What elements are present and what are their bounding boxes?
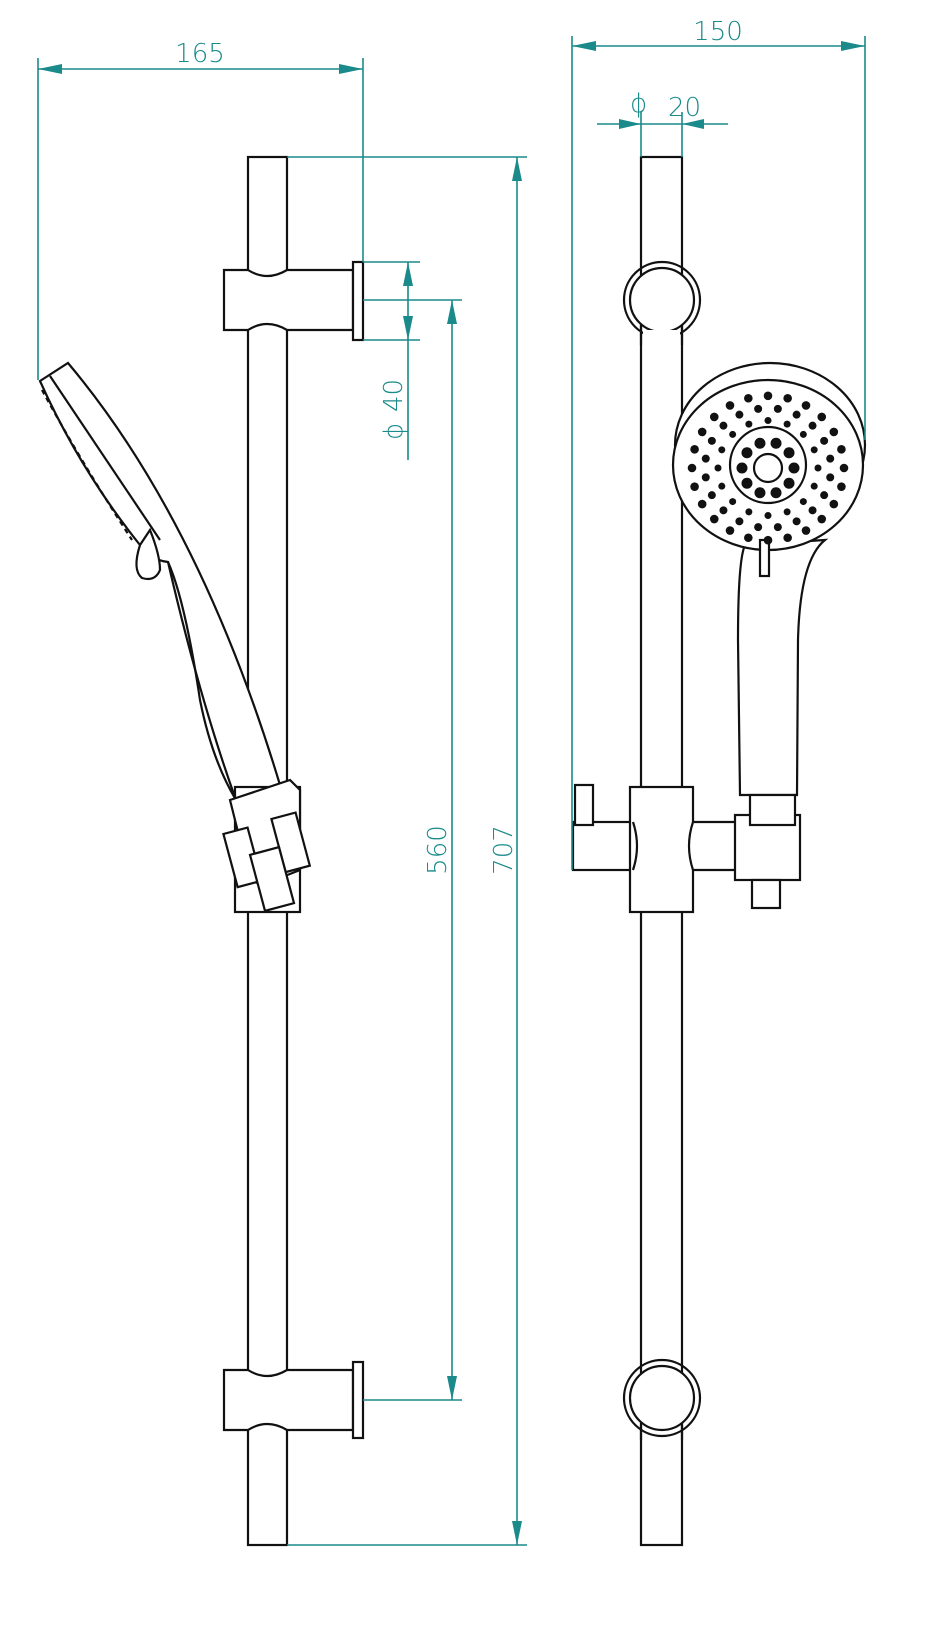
dimension-label-40: 40: [379, 379, 409, 412]
dimension-707: 707: [287, 156, 527, 1546]
nozzle-hole: [701, 454, 710, 463]
nozzle-hole: [744, 393, 753, 403]
nozzle-hole: [783, 508, 791, 516]
dimension-label-560: 560: [423, 825, 453, 875]
nozzle-hole: [687, 463, 697, 473]
diameter-symbol: ϕ: [379, 423, 409, 440]
nozzle-hole: [792, 517, 801, 526]
dimension-label-707: 707: [489, 825, 519, 875]
nozzle-hole: [729, 498, 737, 506]
nozzle-hole: [754, 437, 766, 449]
nozzle-hole: [764, 512, 772, 519]
nozzle-hole: [719, 506, 728, 515]
nozzle-holes: [687, 391, 849, 545]
nozzle-hole: [714, 464, 722, 472]
side-view: [38, 155, 365, 1547]
nozzle-hole: [829, 427, 839, 437]
nozzle-hole: [783, 477, 795, 489]
dimension-label-150: 150: [693, 17, 743, 47]
nozzle-hole: [817, 412, 827, 422]
nozzle-hole: [745, 508, 753, 516]
side-bottom-bracket: [222, 1360, 365, 1440]
nozzle-hole: [745, 420, 753, 428]
dimension-diameter-40: ϕ 40: [363, 261, 420, 460]
nozzle-hole: [735, 410, 744, 419]
nozzle-hole: [741, 447, 753, 459]
nozzle-hole: [799, 498, 807, 506]
front-bottom-bracket: [622, 1358, 702, 1440]
nozzle-hole: [770, 487, 782, 499]
nozzle-hole: [773, 404, 782, 413]
nozzle-hole: [817, 514, 827, 524]
nozzle-hole: [808, 506, 817, 515]
front-hand-shower: [671, 361, 867, 827]
nozzle-hole: [826, 473, 835, 482]
nozzle-hole: [690, 482, 699, 491]
dimension-560: 560: [363, 299, 462, 1401]
nozzle-hole: [839, 463, 849, 473]
nozzle-hole: [719, 421, 728, 430]
dimension-diameter-20: ϕ 20: [597, 89, 728, 157]
nozzle-hole: [788, 462, 800, 474]
dimension-label-20: 20: [668, 93, 701, 123]
nozzle-hole: [801, 526, 811, 535]
dimension-label-165: 165: [175, 39, 225, 69]
side-hand-shower: [38, 361, 282, 802]
nozzle-hole: [718, 482, 726, 490]
nozzle-hole: [829, 499, 839, 509]
nozzle-hole: [754, 523, 763, 532]
nozzle-hole: [735, 517, 744, 526]
nozzle-hole: [707, 491, 716, 500]
nozzle-hole: [754, 404, 763, 413]
dimension-165: 165: [37, 39, 364, 380]
nozzle-hole: [697, 427, 707, 437]
nozzle-hole: [707, 436, 716, 445]
nozzle-hole: [725, 526, 735, 535]
diameter-symbol: ϕ: [630, 89, 647, 119]
nozzle-hole: [783, 420, 791, 428]
nozzle-hole: [744, 533, 753, 543]
nozzle-hole: [801, 401, 811, 410]
nozzle-hole: [736, 462, 748, 474]
nozzle-hole: [820, 491, 829, 500]
dimension-150: 150: [571, 17, 866, 870]
nozzle-hole: [718, 446, 726, 454]
nozzle-hole: [837, 445, 846, 454]
nozzle-hole: [783, 393, 792, 403]
front-view: [571, 155, 867, 1547]
nozzle-hole: [709, 514, 719, 524]
nozzle-hole: [810, 482, 818, 490]
nozzle-hole: [808, 421, 817, 430]
nozzle-hole: [764, 417, 772, 424]
nozzle-hole: [814, 464, 822, 472]
nozzle-hole: [754, 487, 766, 499]
side-top-bracket: [222, 260, 365, 342]
nozzle-hole: [783, 533, 792, 543]
front-top-bracket: [622, 260, 702, 345]
nozzle-hole: [763, 391, 773, 401]
nozzle-hole: [810, 446, 818, 454]
nozzle-hole: [826, 454, 835, 463]
nozzle-hole: [792, 410, 801, 419]
nozzle-hole: [741, 477, 753, 489]
nozzle-hole: [837, 482, 846, 491]
nozzle-hole: [773, 523, 782, 532]
nozzle-hole: [799, 430, 807, 438]
nozzle-hole: [701, 473, 710, 482]
nozzle-hole: [690, 445, 699, 454]
nozzle-hole: [770, 437, 782, 449]
nozzle-hole: [697, 499, 707, 509]
side-slider: [222, 778, 312, 914]
nozzle-hole: [783, 447, 795, 459]
nozzle-hole: [729, 430, 737, 438]
nozzle-hole: [763, 535, 773, 545]
nozzle-hole: [820, 436, 829, 445]
nozzle-hole: [709, 412, 719, 422]
nozzle-hole: [725, 401, 735, 410]
